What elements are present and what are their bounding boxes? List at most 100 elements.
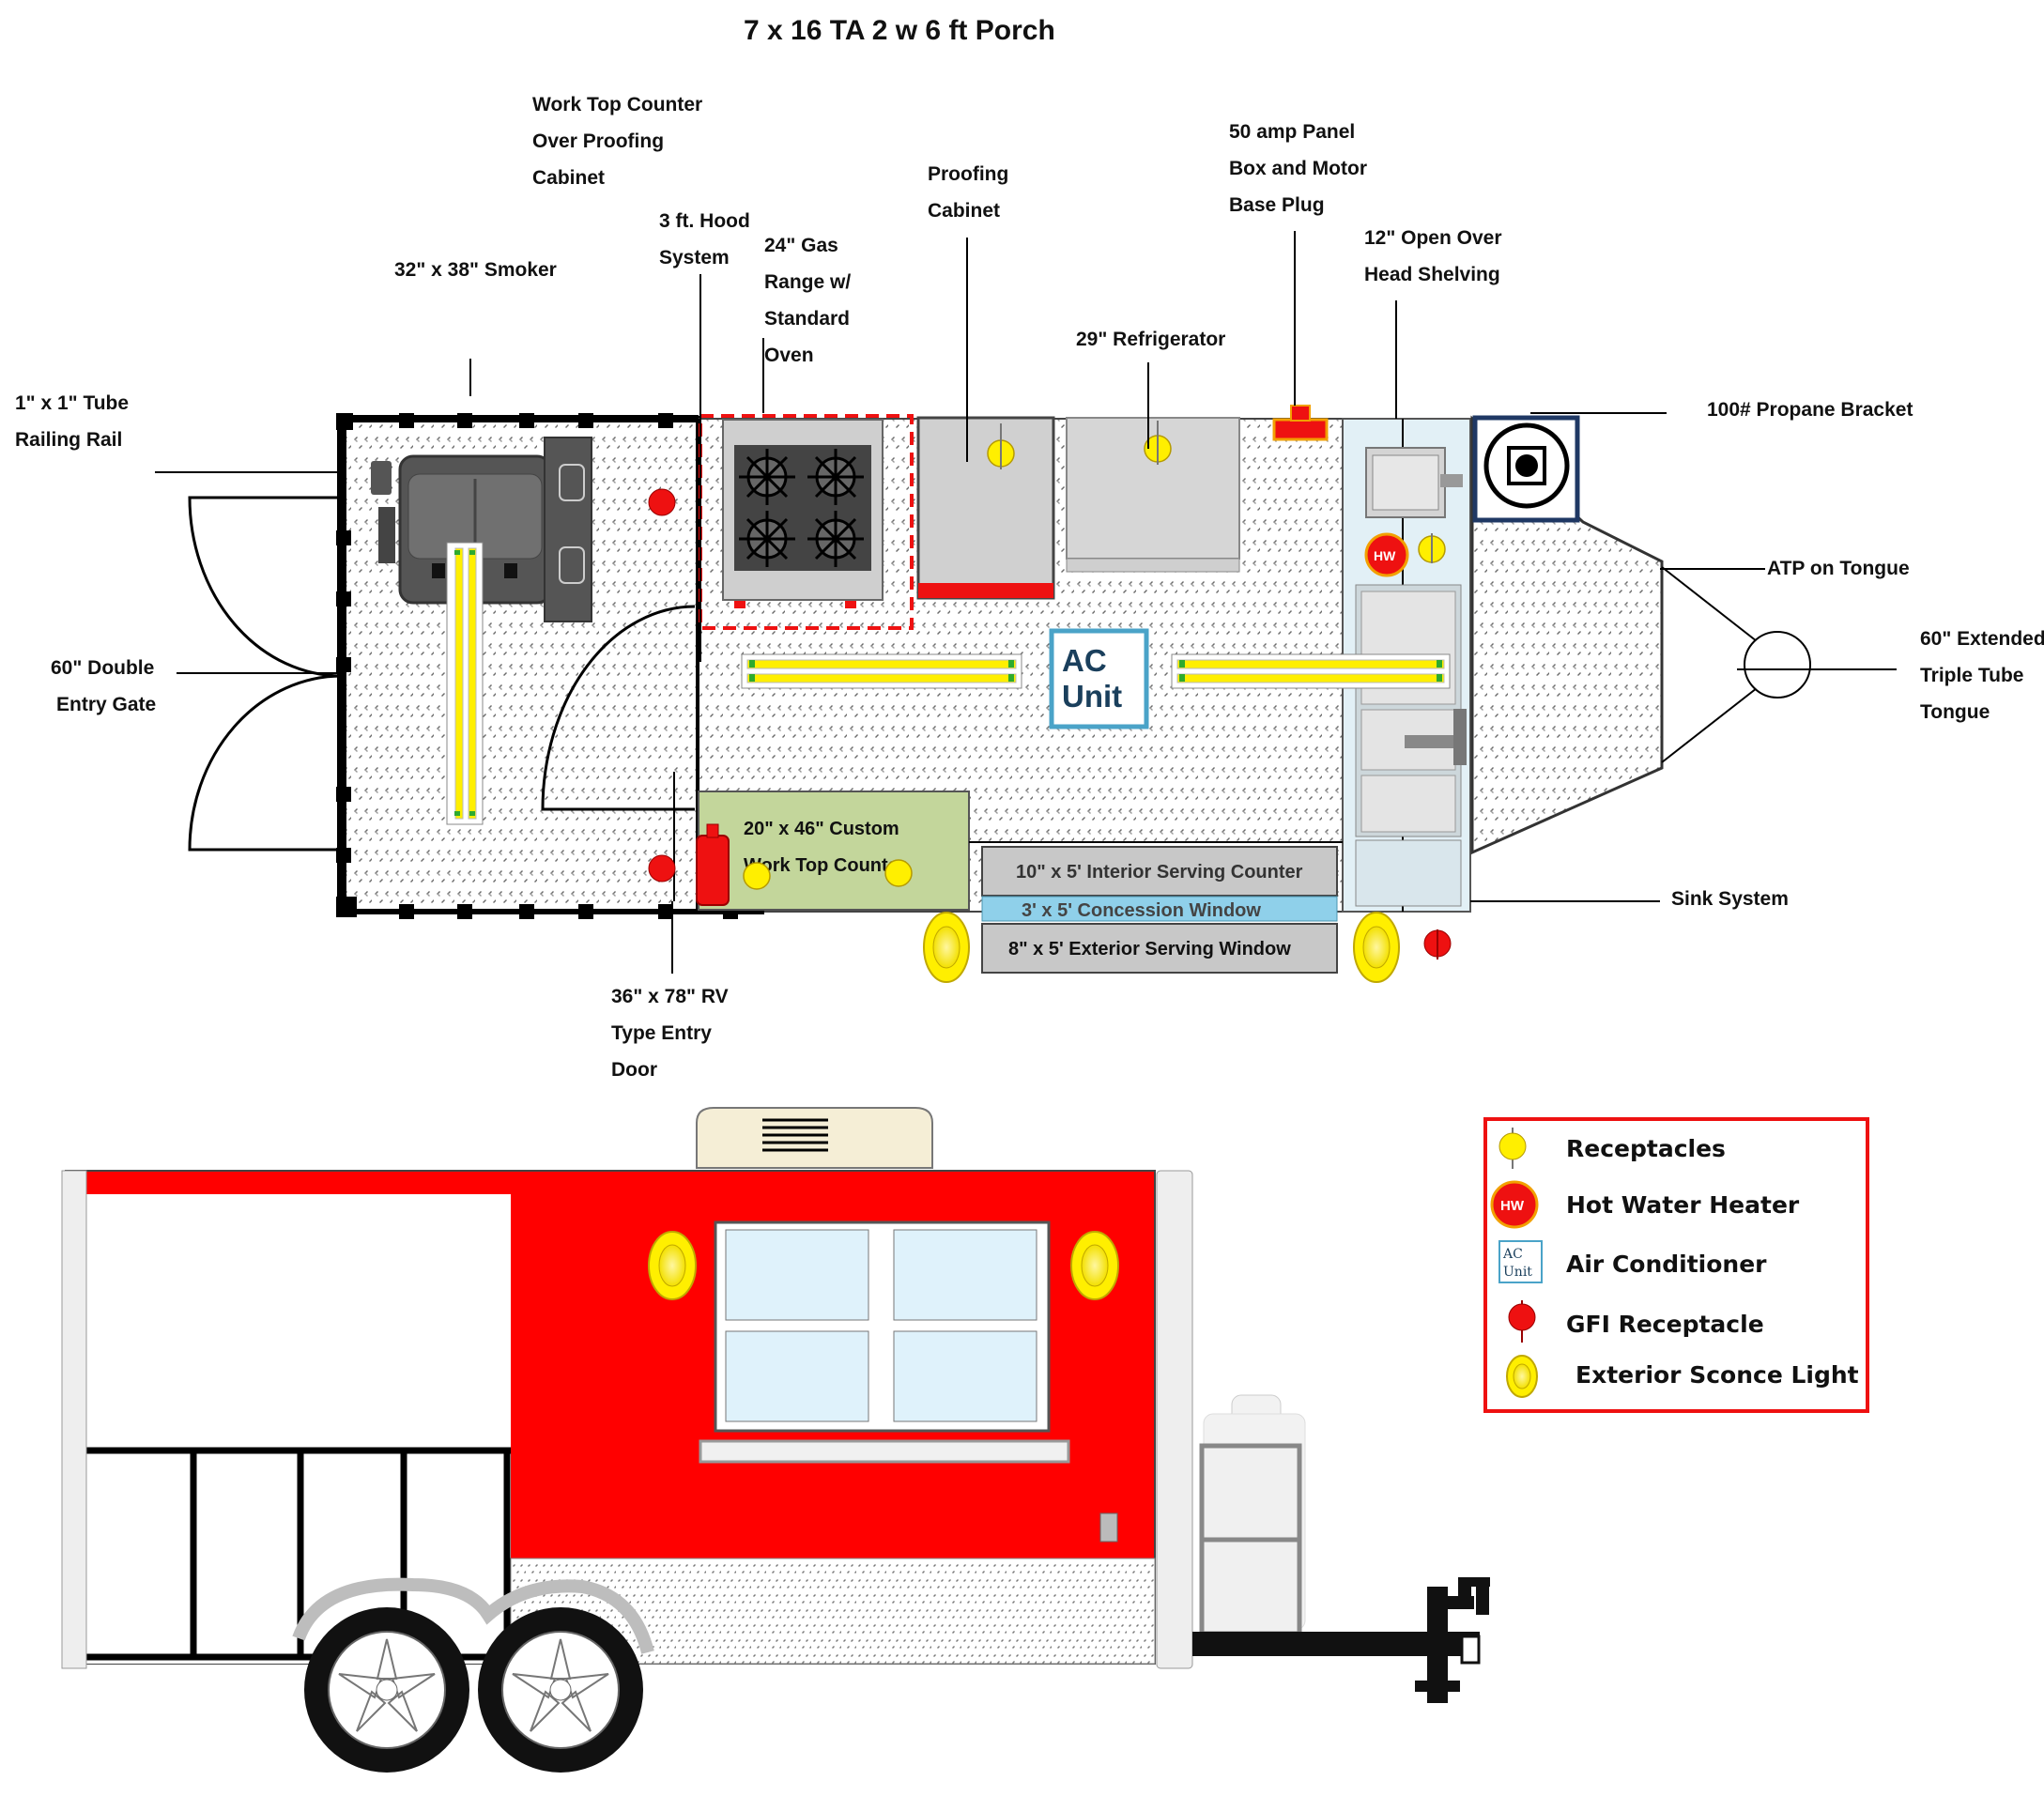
side-plug [1099, 1512, 1118, 1543]
callout-propane-line-1: 100# Propane Bracket [1707, 399, 1913, 421]
gfi-receptacle-icon [1508, 1300, 1536, 1343]
callout-door-line-2: Type Entry [611, 1022, 712, 1044]
front-corner-post [61, 1170, 87, 1669]
exterior-serving-window: 8" x 5' Exterior Serving Window [981, 923, 1338, 974]
gas-range [699, 414, 914, 630]
ac-unit-label-1: AC [1062, 643, 1107, 678]
callout-proofing-line-1: Proofing [928, 163, 1009, 185]
callout-worktop-over-line-1: Work Top Counter [532, 94, 703, 115]
side-elevation [61, 1107, 1490, 1773]
interior-light-left [741, 653, 1022, 689]
callout-worktop-over-line-2: Over Proofing [532, 130, 665, 152]
callout-tongue-line-2: Triple Tube [1920, 665, 2024, 686]
callout-gate-line-2: Entry Gate [56, 694, 157, 715]
roof-ac-unit [696, 1107, 933, 1169]
callout-tongue-line-3: Tongue [1920, 701, 1990, 723]
exterior-sconces-plan [923, 912, 1400, 983]
entry-gate-upper [188, 496, 343, 678]
serving-window-side [699, 1220, 1070, 1464]
callout-worktop-over-line-3: Cabinet [532, 167, 606, 189]
legend-label-sconce-light: Exterior Sconce Light [1575, 1361, 1859, 1389]
legend-hw-badge: HW [1500, 1198, 1525, 1214]
callout-range: 24" Gas Range w/ Standard Oven [764, 227, 851, 374]
tongue-side [1192, 1577, 1490, 1703]
legend-ac-badge-2: Unit [1503, 1265, 1532, 1280]
custom-counter-label-1: 20" x 46" Custom [744, 819, 899, 839]
propane-tank-side [1199, 1394, 1306, 1636]
callout-range-line-1: 24" Gas [764, 235, 838, 256]
legend-label-receptacles: Receptacles [1566, 1135, 1726, 1162]
porch-light-tube [446, 542, 484, 825]
panel-box [1272, 405, 1329, 441]
callout-door-line-3: Door [611, 1059, 657, 1081]
hot-water-heater: HW [1364, 532, 1409, 577]
callout-door: 36" x 78" RV Type Entry Door [611, 978, 729, 1088]
leader-lines [155, 231, 1897, 974]
sconce-light-icon [1506, 1355, 1538, 1398]
callout-railing-line-1: 1" x 1" Tube [15, 392, 130, 414]
callout-smoker-line-1: 32" x 38" Smoker [394, 259, 557, 281]
sconces-side [648, 1231, 1119, 1300]
callout-atp: ATP on Tongue [1767, 550, 1910, 587]
callout-worktop-over: Work Top Counter Over Proofing Cabinet [532, 86, 702, 196]
callout-hood-line-1: 3 ft. Hood [659, 210, 750, 232]
floor-plan: AC Unit 20" x 46" Custom Work Top Counte… [155, 231, 1897, 983]
callout-sink-line-1: Sink System [1671, 888, 1789, 910]
exterior-window-label: 8" x 5' Exterior Serving Window [1008, 939, 1291, 959]
entry-gate-lower [188, 674, 343, 852]
ac-unit: AC Unit [1049, 628, 1149, 729]
concession-window: 3' x 5' Concession Window [981, 896, 1338, 922]
smoker [371, 437, 592, 622]
tongue-hitch [1661, 566, 1811, 763]
propane-bracket [1472, 412, 1667, 523]
custom-counter-label-2: Work Top Counter [744, 855, 906, 876]
sink-basins [1355, 447, 1467, 907]
callout-tongue-line-1: 60" Extended [1920, 628, 2044, 650]
callout-sink: Sink System [1671, 881, 1789, 917]
callout-gate: 60" Double Entry Gate [51, 650, 156, 723]
custom-work-top-counter: 20" x 46" Custom Work Top Counter [698, 791, 970, 911]
callout-refrigerator-line-1: 29" Refrigerator [1076, 329, 1226, 350]
wheel-rear [478, 1607, 643, 1773]
ac-unit-icon: AC Unit [1498, 1240, 1543, 1283]
callout-range-line-3: Standard [764, 308, 851, 330]
callout-range-line-2: Range w/ [764, 271, 852, 293]
rear-corner-post [1156, 1170, 1193, 1669]
callout-panel-line-3: Base Plug [1229, 194, 1325, 216]
legend-label-hot-water-heater: Hot Water Heater [1566, 1191, 1800, 1219]
callout-panel-line-1: 50 amp Panel [1229, 121, 1356, 143]
callout-refrigerator: 29" Refrigerator [1076, 321, 1225, 358]
diagram-title: 7 x 16 TA 2 w 6 ft Porch [744, 15, 1055, 46]
callout-tongue: 60" Extended Triple Tube Tongue [1920, 621, 2044, 730]
receptacle-icon [1498, 1128, 1527, 1169]
callout-hood: 3 ft. Hood System [659, 203, 750, 276]
interior-serving-counter: 10" x 5' Interior Serving Counter [981, 846, 1338, 897]
callout-panel: 50 amp Panel Box and Motor Base Plug [1229, 114, 1367, 223]
callout-hood-line-2: System [659, 247, 730, 269]
ac-unit-label-2: Unit [1062, 679, 1122, 714]
hw-badge: HW [1374, 548, 1396, 563]
callout-shelving-line-2: Head Shelving [1364, 264, 1500, 285]
callout-range-line-4: Oven [764, 345, 814, 366]
callout-railing-line-2: Railing Rail [15, 429, 123, 451]
callout-atp-line-1: ATP on Tongue [1767, 558, 1910, 579]
legend-label-gfi-receptacle: GFI Receptacle [1566, 1311, 1764, 1338]
callout-door-line-1: 36" x 78" RV [611, 986, 729, 1007]
interior-counter-label: 10" x 5' Interior Serving Counter [1016, 862, 1303, 883]
callout-gate-line-1: 60" Double [51, 657, 155, 679]
callout-proofing: Proofing Cabinet [928, 156, 1008, 229]
interior-light-right [1171, 653, 1451, 689]
proofing-cabinet [916, 416, 1055, 600]
legend-ac-badge-1: AC [1502, 1247, 1523, 1262]
propane-tank [696, 823, 730, 906]
callout-panel-line-2: Box and Motor [1229, 158, 1367, 179]
fender [292, 1577, 654, 1654]
callout-propane: 100# Propane Bracket [1707, 391, 1913, 428]
callout-shelving: 12" Open Over Head Shelving [1364, 220, 1502, 293]
callout-shelving-line-1: 12" Open Over [1364, 227, 1502, 249]
callout-railing: 1" x 1" Tube Railing Rail [15, 385, 129, 458]
hot-water-heater-icon: HW [1490, 1180, 1539, 1229]
callout-smoker: 32" x 38" Smoker [394, 252, 557, 288]
porch-opening [86, 1194, 511, 1448]
